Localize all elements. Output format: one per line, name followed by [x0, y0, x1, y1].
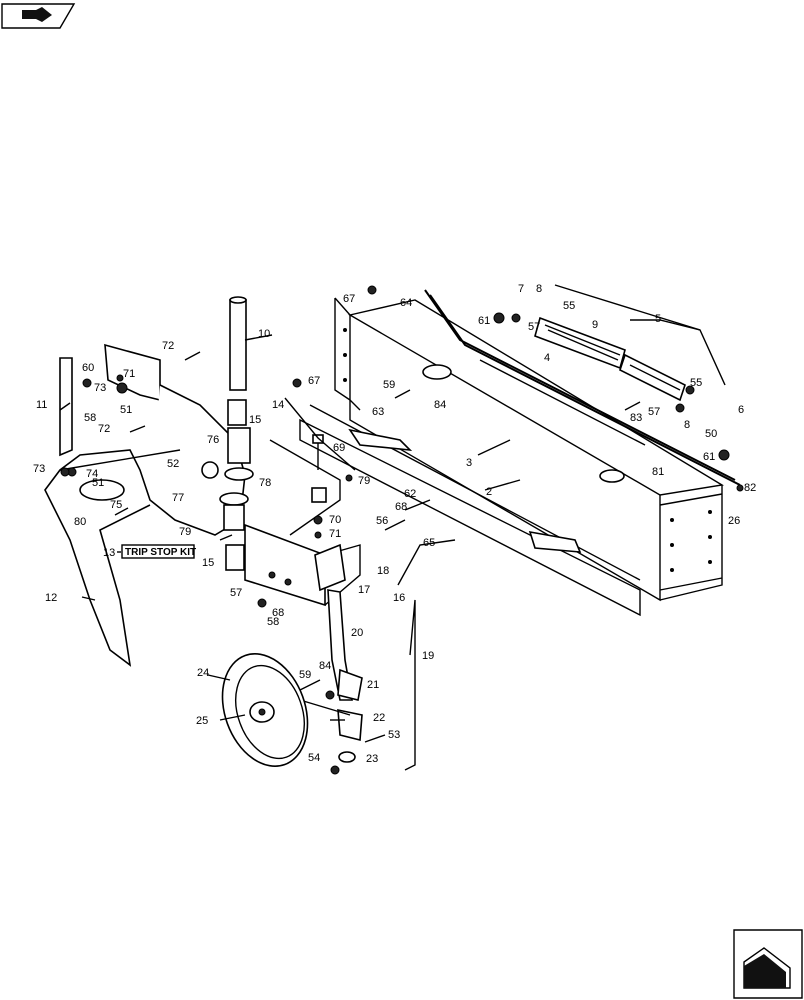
- callout-76: 76: [207, 434, 219, 446]
- callout-58: 58: [267, 616, 279, 628]
- callout-77: 77: [172, 492, 184, 504]
- callout-69: 69: [333, 442, 345, 454]
- callout-16: 16: [393, 592, 405, 604]
- callout-7: 7: [518, 283, 524, 295]
- callout-72: 72: [162, 340, 174, 352]
- callout-57: 57: [648, 406, 660, 418]
- callout-62: 62: [404, 488, 416, 500]
- callout-22: 22: [373, 712, 385, 724]
- callout-60: 60: [82, 362, 94, 374]
- callout-75: 75: [110, 499, 122, 511]
- callout-71: 71: [329, 528, 341, 540]
- callout-61: 61: [703, 451, 715, 463]
- callout-67: 67: [308, 375, 320, 387]
- callout-78: 78: [259, 477, 271, 489]
- callout-59: 59: [383, 379, 395, 391]
- callout-67: 67: [343, 293, 355, 305]
- callout-21: 21: [367, 679, 379, 691]
- callout-3: 3: [466, 457, 472, 469]
- callout-9: 9: [592, 319, 598, 331]
- control-rods: [424, 289, 741, 486]
- callout-15: 15: [202, 557, 214, 569]
- tool-bar-beam: [334, 297, 724, 602]
- callout-79: 79: [179, 526, 191, 538]
- callout-73: 73: [94, 382, 106, 394]
- callout-53: 53: [388, 729, 400, 741]
- callout-57: 57: [230, 587, 242, 599]
- callout-55: 55: [563, 300, 575, 312]
- kit-label: TRIP STOP KIT: [125, 547, 196, 558]
- trip-stop-kit-callout: 13 TRIP STOP KIT: [103, 544, 196, 559]
- callout-74: 74: [86, 468, 98, 480]
- mounting-plate: [244, 434, 361, 607]
- callout-24: 24: [197, 667, 209, 679]
- callout-26: 26: [728, 515, 740, 527]
- arrow-hand-icon: [22, 7, 52, 22]
- next-page-button[interactable]: [733, 929, 803, 999]
- callout-19: 19: [422, 650, 434, 662]
- callout-57: 57: [528, 321, 540, 333]
- gauge-wheel-arm: [299, 589, 363, 763]
- callout-65: 65: [423, 537, 435, 549]
- callout-79: 79: [358, 475, 370, 487]
- callout-71: 71: [123, 368, 135, 380]
- callout-15: 15: [249, 414, 261, 426]
- angle-bar: [299, 404, 641, 617]
- callout-68: 68: [395, 501, 407, 513]
- pivot-pin: [201, 296, 254, 571]
- leader-lines: [59, 319, 701, 771]
- callout-63: 63: [372, 406, 384, 418]
- callout-12: 12: [45, 592, 57, 604]
- prev-page-button[interactable]: [1, 3, 76, 29]
- callout-81: 81: [652, 466, 664, 478]
- callout-23: 23: [366, 753, 378, 765]
- callout-70: 70: [329, 514, 341, 526]
- kit-number: 13: [103, 547, 115, 559]
- callout-14: 14: [272, 399, 284, 411]
- callout-59: 59: [299, 669, 311, 681]
- callout-58: 58: [84, 412, 96, 424]
- callout-54: 54: [308, 752, 320, 764]
- callout-50: 50: [705, 428, 717, 440]
- callout-64: 64: [400, 297, 412, 309]
- callout-10: 10: [258, 328, 270, 340]
- callout-51: 51: [92, 477, 104, 489]
- callout-84: 84: [319, 660, 331, 672]
- arrow-page-icon: [743, 947, 791, 989]
- callout-82: 82: [744, 482, 756, 494]
- callout-20: 20: [351, 627, 363, 639]
- callout-2: 2: [486, 486, 492, 498]
- callout-25: 25: [196, 715, 208, 727]
- gauge-wheel: [221, 653, 309, 767]
- callout-4: 4: [544, 352, 550, 364]
- callout-72: 72: [98, 423, 110, 435]
- callout-80: 80: [74, 516, 86, 528]
- fasteners: [60, 285, 744, 775]
- callout-68: 68: [272, 607, 284, 619]
- callout-51: 51: [120, 404, 132, 416]
- callout-18: 18: [377, 565, 389, 577]
- callout-17: 17: [358, 584, 370, 596]
- callout-84: 84: [434, 399, 446, 411]
- callout-6: 6: [738, 404, 744, 416]
- callout-8: 8: [536, 283, 542, 295]
- callout-55: 55: [690, 377, 702, 389]
- shank-assembly: [44, 343, 246, 667]
- callout-8: 8: [684, 419, 690, 431]
- callout-73: 73: [33, 463, 45, 475]
- callout-52: 52: [167, 458, 179, 470]
- callout-11: 11: [36, 399, 47, 411]
- callout-56: 56: [376, 515, 388, 527]
- callout-5: 5: [655, 313, 661, 325]
- callout-83: 83: [630, 412, 642, 424]
- callout-61: 61: [478, 315, 490, 327]
